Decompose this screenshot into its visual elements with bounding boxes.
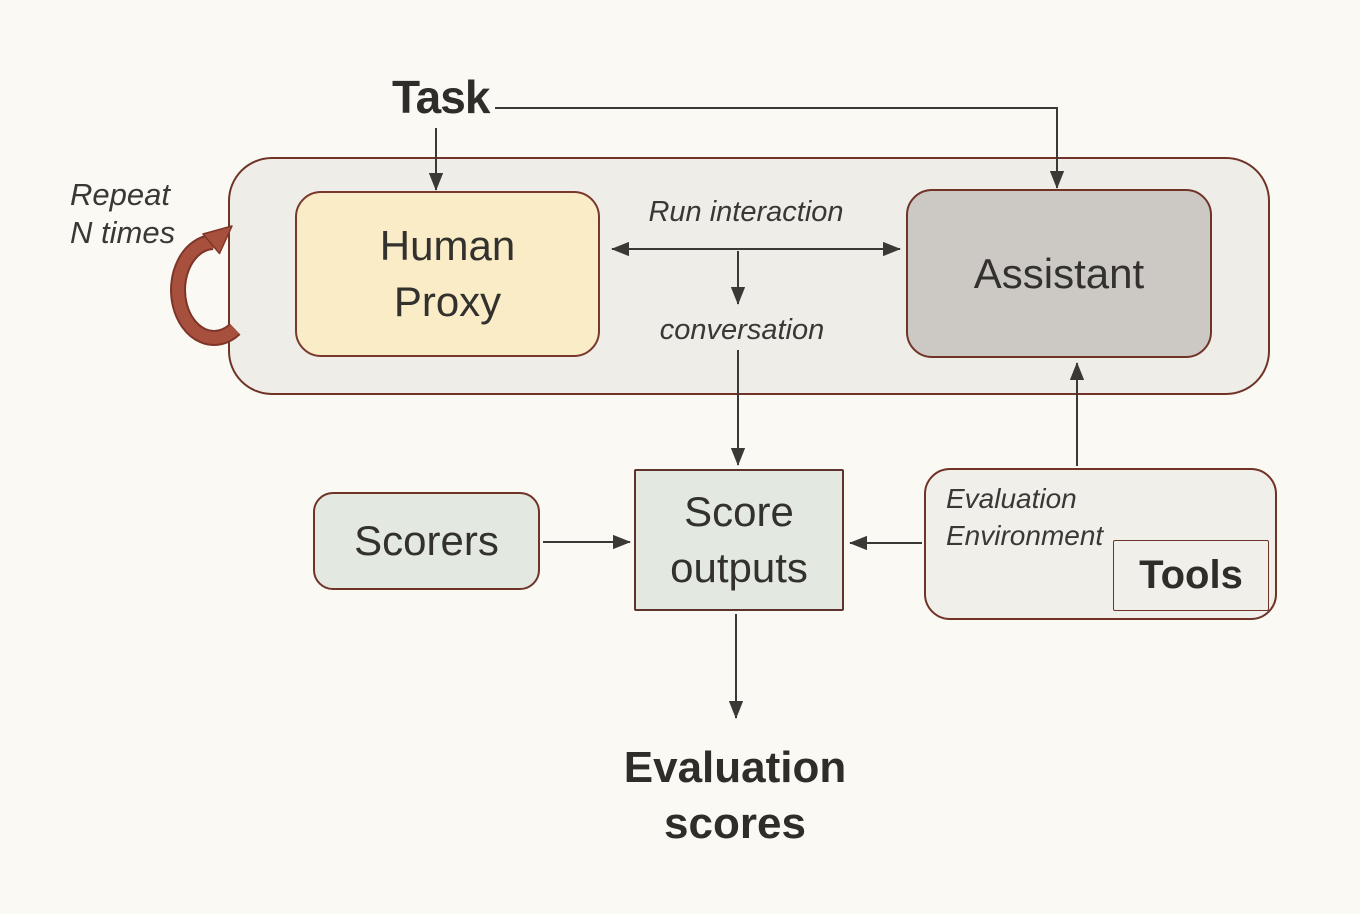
task-label: Task bbox=[392, 71, 490, 123]
repeat-loop-arrow bbox=[170, 225, 241, 346]
score-outputs-node: Score outputs bbox=[634, 469, 844, 611]
scorers-label: Scorers bbox=[354, 517, 499, 564]
repeat-n-times-label: Repeat N times bbox=[70, 176, 175, 252]
human-proxy-label: Human Proxy bbox=[379, 222, 516, 325]
run-interaction-label: Run interaction bbox=[648, 196, 844, 228]
conversation-label: conversation bbox=[659, 314, 825, 346]
assistant-node: Assistant bbox=[906, 189, 1212, 358]
assistant-label: Assistant bbox=[973, 249, 1145, 297]
tools-label: Tools bbox=[1139, 553, 1243, 597]
tools-node: Tools bbox=[1113, 540, 1269, 611]
human-proxy-node: Human Proxy bbox=[295, 191, 600, 357]
scorers-node: Scorers bbox=[313, 492, 540, 590]
repeat-line2: N times bbox=[70, 215, 176, 250]
repeat-line1: Repeat bbox=[70, 177, 170, 212]
evaluation-scores-label: Evaluation scores bbox=[623, 743, 847, 848]
score-outputs-label: Score outputs bbox=[670, 488, 808, 591]
evaluation-environment-label: Evaluation Environment bbox=[946, 483, 1104, 551]
